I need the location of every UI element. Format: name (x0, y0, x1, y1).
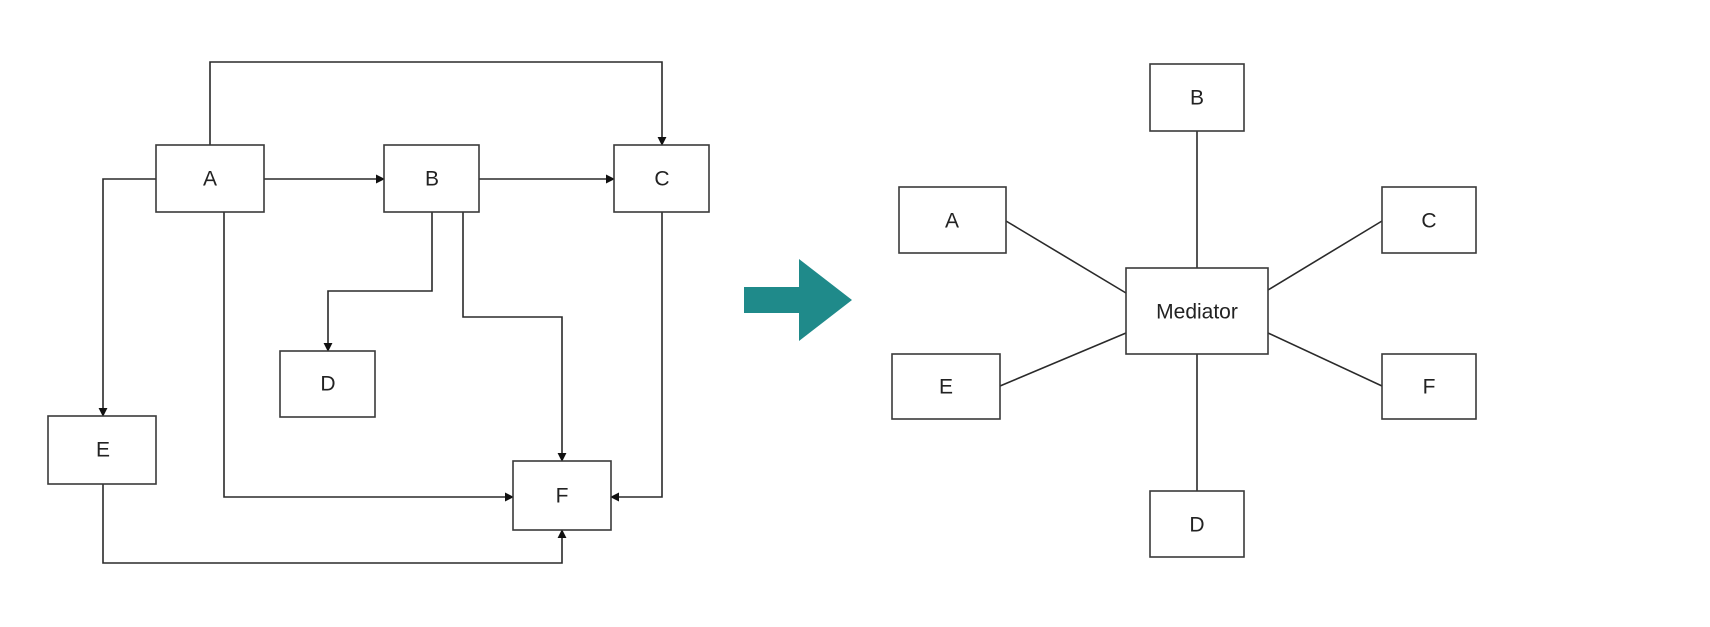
link-mediator-c (1267, 220, 1383, 291)
edge-e-to-f (102, 484, 567, 564)
after-node-a-label: A (945, 210, 959, 233)
edge-a-to-e (98, 178, 156, 417)
after-node-b-label: B (1190, 87, 1204, 110)
link-mediator-f (1267, 332, 1383, 387)
edge-b-to-f (462, 212, 567, 462)
before-node-e-label: E (96, 439, 110, 462)
before-node-b: B (383, 144, 480, 213)
after-diagram: Mediator B A C E F D (891, 63, 1477, 558)
before-node-e: E (47, 415, 157, 485)
before-node-c-label: C (654, 168, 669, 191)
link-mediator-a (1005, 220, 1127, 294)
before-node-f: F (512, 460, 612, 531)
after-links (999, 131, 1383, 491)
after-node-c: C (1381, 186, 1477, 254)
edge-a-to-f (223, 212, 514, 502)
before-node-a-label: A (203, 168, 217, 191)
before-node-d-label: D (320, 373, 335, 396)
after-node-f: F (1381, 353, 1477, 420)
after-node-a: A (898, 186, 1007, 254)
before-edges (98, 61, 667, 564)
mediator-label: Mediator (1156, 301, 1238, 324)
after-node-e: E (891, 353, 1001, 420)
before-diagram: A B C D E F (47, 61, 710, 564)
right-arrow-icon (744, 259, 852, 341)
edge-c-to-f (610, 212, 663, 502)
edge-b-to-d (323, 212, 433, 352)
before-node-f-label: F (556, 485, 569, 508)
after-node-d: D (1149, 490, 1245, 558)
before-node-a: A (155, 144, 265, 213)
after-node-d-label: D (1189, 514, 1204, 537)
before-node-c: C (613, 144, 710, 213)
edge-a-to-c (209, 61, 667, 146)
after-node-e-label: E (939, 376, 953, 399)
link-mediator-e (999, 332, 1127, 387)
after-node-b: B (1149, 63, 1245, 132)
after-node-c-label: C (1421, 210, 1436, 233)
before-node-b-label: B (425, 168, 439, 191)
after-node-f-label: F (1423, 376, 1436, 399)
after-node-mediator: Mediator (1125, 267, 1269, 355)
before-node-d: D (279, 350, 376, 418)
